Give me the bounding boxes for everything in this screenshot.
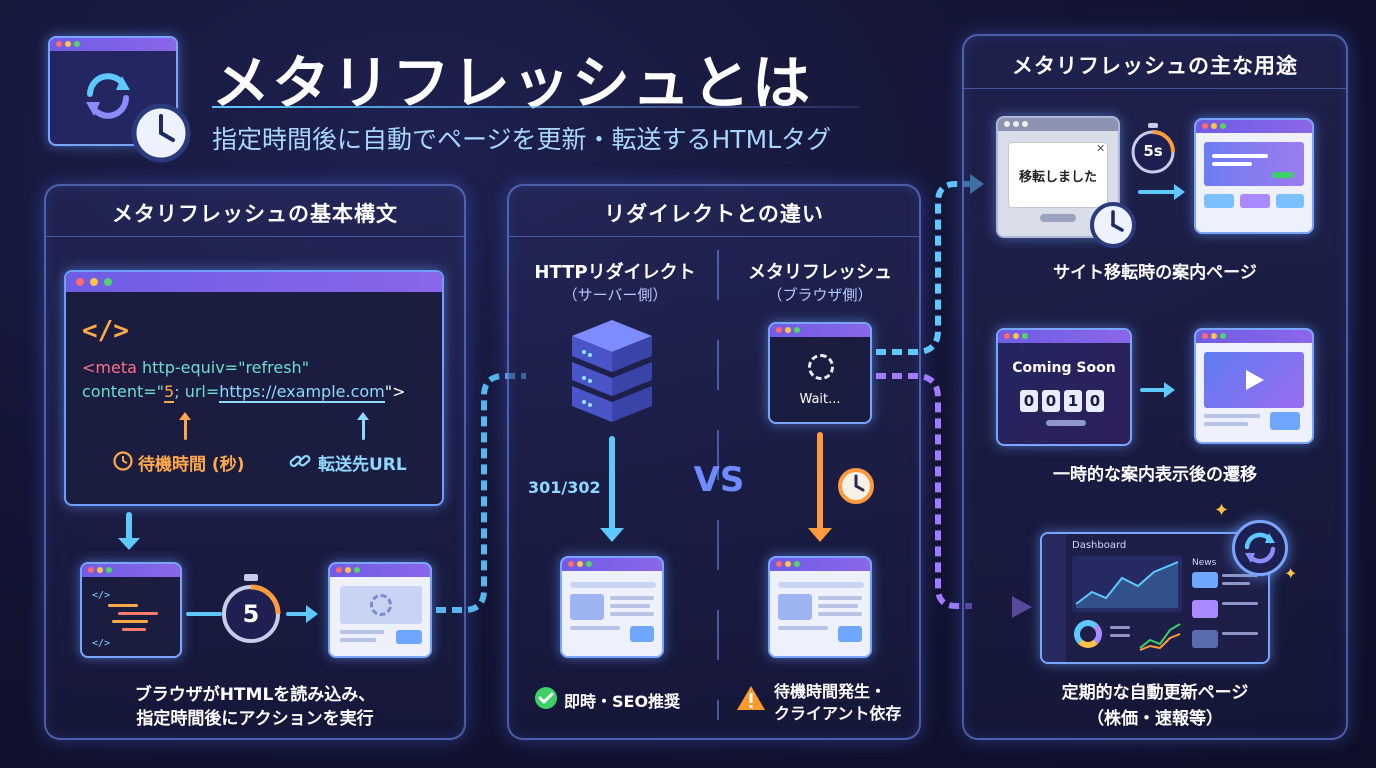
refresh-badge bbox=[1232, 520, 1288, 576]
title-divider bbox=[212, 106, 860, 108]
uses-panel-title: メタリフレッシュの主な用途 bbox=[1012, 54, 1298, 78]
wait-seconds-label: 待機時間 (秒) bbox=[138, 455, 245, 475]
clock-icon bbox=[838, 468, 874, 504]
syntax-panel-title: メタリフレッシュの基本構文 bbox=[112, 202, 398, 226]
link-icon bbox=[289, 454, 311, 468]
donut-chart-icon bbox=[1074, 620, 1102, 648]
compare-panel-title: リダイレクトとの違い bbox=[604, 202, 824, 226]
use1-timer: 5s bbox=[1143, 142, 1163, 160]
countdown-digits: 0 0 1 0 bbox=[1020, 390, 1104, 412]
dashboard-label: Dashboard bbox=[1072, 540, 1127, 551]
http-result-window bbox=[560, 556, 664, 658]
meta-result-window bbox=[768, 556, 872, 658]
header-refresh-window-icon bbox=[48, 36, 178, 146]
browser-wait-window: Wait... bbox=[768, 322, 872, 424]
syntax-caption-line1: ブラウザがHTMLを読み込み、 bbox=[134, 685, 376, 705]
status-codes: 301/302 bbox=[528, 478, 601, 497]
dashboard-window: Dashboard News bbox=[1040, 532, 1270, 664]
use3-caption-line1: 定期的な自動更新ページ bbox=[1061, 683, 1249, 703]
mini-chart-icon bbox=[1139, 623, 1181, 651]
code-symbol: </> bbox=[82, 316, 129, 346]
use2-caption: 一時的な案内表示後の遷移 bbox=[1053, 465, 1257, 485]
coming-soon-heading: Coming Soon bbox=[1012, 360, 1116, 376]
meta-refresh-title: メタリフレッシュ bbox=[748, 262, 892, 283]
refresh-icon bbox=[1244, 532, 1276, 564]
server-icon bbox=[572, 320, 652, 422]
html-source-window: </> </> bbox=[80, 562, 182, 658]
http-redirect-sub: （サーバー側） bbox=[562, 286, 668, 304]
clock-icon bbox=[1090, 202, 1136, 248]
refresh-icon bbox=[86, 73, 130, 119]
countdown-digit: 1 bbox=[1064, 390, 1082, 412]
timer-number: 5 bbox=[242, 600, 260, 628]
moved-dialog-text: 移転しました bbox=[1018, 170, 1097, 185]
close-icon: ✕ bbox=[1096, 142, 1106, 155]
code-line-2: content="5; url=https://example.com"> bbox=[82, 382, 406, 403]
clock-icon bbox=[131, 103, 191, 163]
sparkle-icon: ✦ bbox=[1214, 500, 1230, 521]
http-result-text: 即時・SEO推奨 bbox=[564, 692, 681, 711]
clock-icon bbox=[113, 451, 133, 471]
line-chart-icon bbox=[1072, 556, 1182, 612]
code-line-1: <meta http-equiv="refresh" bbox=[82, 358, 310, 377]
use1-caption: サイト移転時の案内ページ bbox=[1053, 263, 1257, 283]
meta-refresh-sub: （ブラウザ側） bbox=[767, 286, 873, 304]
countdown-digit: 0 bbox=[1020, 390, 1038, 412]
countdown-digit: 0 bbox=[1086, 390, 1104, 412]
sparkle-icon: ✦ bbox=[1284, 564, 1298, 583]
new-site-window bbox=[1194, 118, 1314, 234]
meta-result-line1: 待機時間発生・ bbox=[774, 682, 887, 701]
code-window: </> <meta http-equiv="refresh" content="… bbox=[64, 270, 444, 506]
play-icon bbox=[1246, 370, 1264, 390]
check-icon bbox=[535, 687, 557, 709]
redirect-url-label: 転送先URL bbox=[318, 455, 407, 475]
http-redirect-title: HTTPリダイレクト bbox=[534, 262, 696, 283]
stopwatch-icon bbox=[222, 574, 281, 643]
warning-icon bbox=[737, 686, 765, 710]
wait-text: Wait... bbox=[799, 392, 841, 407]
video-page-window bbox=[1194, 328, 1314, 444]
syntax-caption-line2: 指定時間後にアクションを実行 bbox=[136, 709, 374, 729]
page-subtitle: 指定時間後に自動でページを更新・転送するHTMLタグ bbox=[212, 125, 832, 154]
news-label: News bbox=[1192, 558, 1217, 568]
vs-label: VS bbox=[693, 460, 745, 500]
coming-soon-window: Coming Soon 0 0 1 0 bbox=[996, 328, 1132, 446]
countdown-digit: 0 bbox=[1042, 390, 1060, 412]
moved-notice-window: ✕ 移転しました bbox=[996, 116, 1120, 238]
use3-caption-line2: （株価・速報等） bbox=[1087, 709, 1223, 729]
loading-page-window bbox=[328, 562, 432, 658]
page-title: メタリフレッシュとは bbox=[212, 49, 813, 117]
meta-result-line2: クライアント依存 bbox=[774, 704, 902, 723]
flow-connector-1 bbox=[436, 373, 526, 613]
stopwatch-icon bbox=[1131, 123, 1175, 174]
